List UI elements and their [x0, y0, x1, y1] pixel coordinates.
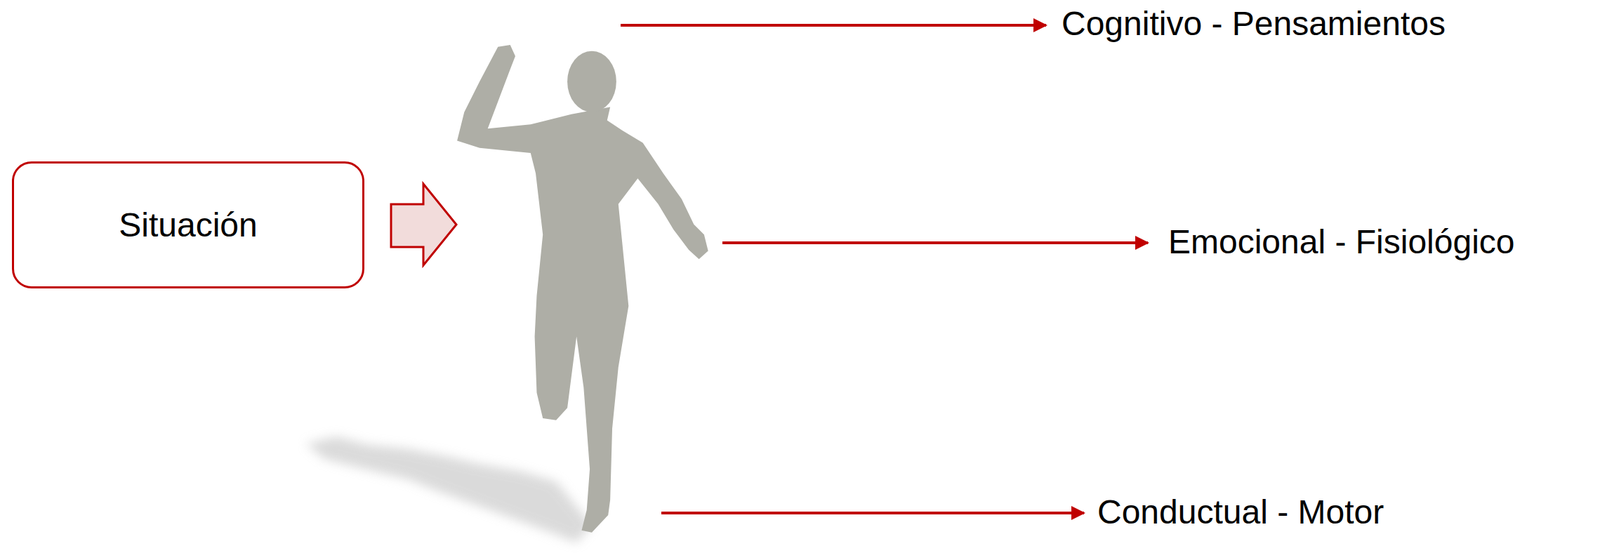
pointer-arrow — [722, 241, 1148, 245]
figure-group — [306, 44, 709, 543]
person-head — [567, 51, 617, 113]
response-label: Conductual - Motor — [1097, 492, 1384, 532]
block-arrow — [391, 183, 457, 266]
figure-shadow — [306, 436, 592, 543]
pointer-arrow — [620, 23, 1047, 27]
response-label: Emocional - Fisiológico — [1168, 222, 1516, 262]
node-label: Situación — [118, 205, 257, 245]
person-silhouette — [457, 44, 709, 533]
pointer-arrow — [661, 511, 1084, 515]
response-label: Cognitivo - Pensamientos — [1061, 4, 1446, 43]
situation-box: Situación — [11, 161, 365, 289]
